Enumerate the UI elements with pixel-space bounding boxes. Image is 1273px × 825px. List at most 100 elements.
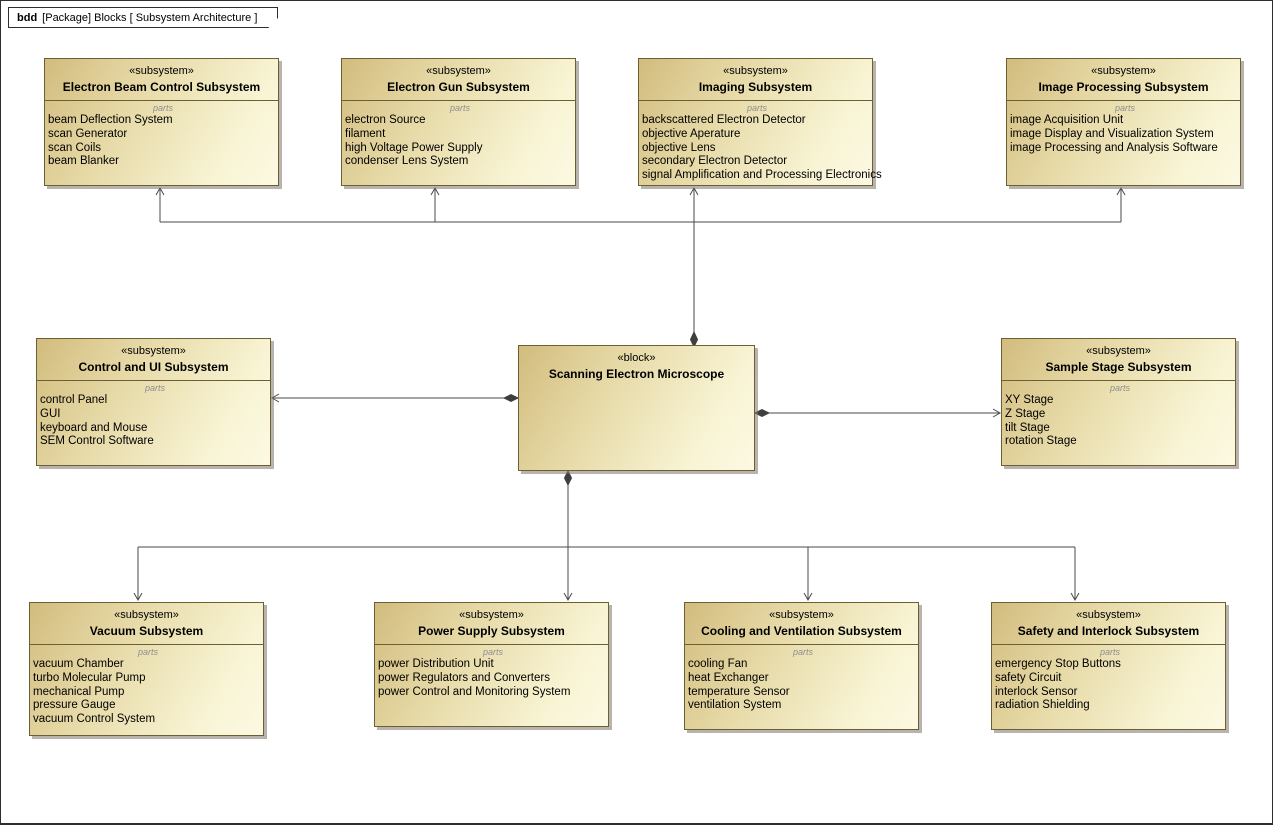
stereotype-label: «subsystem» (1091, 65, 1156, 77)
part-item: vacuum Control System (33, 713, 156, 726)
part-item: image Processing and Analysis Software (1010, 141, 1218, 154)
block-name: Scanning Electron Microscope (548, 367, 725, 381)
stereotype-label: «subsystem» (121, 345, 186, 357)
part-item: control Panel (40, 394, 108, 406)
diagram-kind-label: bdd (17, 11, 38, 24)
part-item: power Control and Monitoring System (378, 685, 571, 698)
open-arrow-icon (803, 592, 813, 602)
block-header: «subsystem» Cooling and Ventilation Subs… (685, 603, 918, 645)
diagram-title-tab: bdd [Package] Blocks [ Subsystem Archite… (8, 7, 278, 28)
block-header: «subsystem» Power Supply Subsystem (375, 603, 608, 645)
part-item: beam Deflection System (48, 114, 173, 126)
block-header: «subsystem» Electron Beam Control Subsys… (45, 59, 278, 101)
stereotype-label: «subsystem» (1086, 345, 1151, 357)
open-arrow-icon (563, 592, 573, 602)
block-cooling-and-ventilation-subsystem[interactable]: «subsystem» Cooling and Ventilation Subs… (684, 602, 919, 730)
part-item: electron Source (345, 114, 426, 126)
connector-sem-to-top-row[interactable] (155, 186, 1126, 349)
block-header: «subsystem» Control and UI Subsystem (37, 339, 270, 381)
part-item: tilt Stage (1005, 421, 1050, 434)
open-arrow-icon (1070, 592, 1080, 602)
part-item: pressure Gauge (33, 699, 116, 712)
block-header: «subsystem» Imaging Subsystem (639, 59, 872, 101)
part-item: power Regulators and Converters (378, 671, 550, 684)
parts-compartment-label: parts (482, 647, 503, 657)
block-image-processing-subsystem[interactable]: «subsystem» Image Processing Subsystem p… (1006, 58, 1241, 186)
part-item: filament (345, 127, 386, 140)
connector-sem-to-control-ui[interactable] (270, 393, 520, 403)
open-arrow-icon (689, 186, 699, 196)
block-scanning-electron-microscope[interactable]: «block» Scanning Electron Microscope (518, 345, 755, 471)
diagram-title-label: [Package] Blocks [ Subsystem Architectur… (42, 11, 258, 24)
block-name: Sample Stage Subsystem (1045, 360, 1192, 374)
block-header: «block» Scanning Electron Microscope (519, 346, 754, 388)
part-item: SEM Control Software (40, 435, 154, 448)
connector-sem-to-bottom-row[interactable] (133, 469, 1080, 602)
parts-compartment-label: parts (746, 103, 767, 113)
block-control-and-ui-subsystem[interactable]: «subsystem» Control and UI Subsystem par… (36, 338, 271, 466)
part-item: scan Coils (48, 141, 102, 154)
part-item: power Distribution Unit (378, 658, 494, 670)
block-vacuum-subsystem[interactable]: «subsystem» Vacuum Subsystem parts vacuu… (29, 602, 264, 736)
block-header: «subsystem» Image Processing Subsystem (1007, 59, 1240, 101)
part-item: high Voltage Power Supply (345, 141, 483, 154)
parts-compartment-label: parts (137, 647, 158, 657)
open-arrow-icon (270, 393, 280, 403)
block-header: «subsystem» Electron Gun Subsystem (342, 59, 575, 101)
block-name: Electron Gun Subsystem (387, 80, 530, 94)
block-name: Vacuum Subsystem (89, 624, 204, 638)
block-name: Imaging Subsystem (698, 80, 813, 94)
part-item: Z Stage (1005, 407, 1046, 420)
block-imaging-subsystem[interactable]: «subsystem» Imaging Subsystem parts back… (638, 58, 882, 186)
part-item: rotation Stage (1005, 435, 1077, 448)
block-name: Control and UI Subsystem (78, 360, 229, 374)
block-sample-stage-subsystem[interactable]: «subsystem» Sample Stage Subsystem parts… (1001, 338, 1236, 466)
part-item: objective Aperature (642, 127, 741, 140)
part-item: interlock Sensor (995, 685, 1078, 698)
block-power-supply-subsystem[interactable]: «subsystem» Power Supply Subsystem parts… (374, 602, 609, 727)
block-name: Power Supply Subsystem (418, 624, 565, 638)
part-item: image Acquisition Unit (1010, 114, 1124, 126)
parts-compartment-label: parts (1099, 647, 1120, 657)
part-item: keyboard and Mouse (40, 421, 148, 434)
part-item: temperature Sensor (688, 685, 790, 698)
open-arrow-icon (1116, 186, 1126, 196)
composition-diamond-icon (502, 393, 520, 403)
parts-compartment-label: parts (152, 103, 173, 113)
block-electron-beam-control-subsystem[interactable]: «subsystem» Electron Beam Control Subsys… (44, 58, 279, 186)
open-arrow-icon (155, 186, 165, 196)
part-item: objective Lens (642, 141, 716, 154)
open-arrow-icon (133, 592, 143, 602)
parts-compartment-label: parts (1109, 383, 1130, 393)
block-electron-gun-subsystem[interactable]: «subsystem» Electron Gun Subsystem parts… (341, 58, 576, 186)
composition-diamond-icon (753, 408, 771, 418)
part-item: radiation Shielding (995, 699, 1090, 712)
part-item: vacuum Chamber (33, 658, 124, 670)
connector-sem-to-sample-stage[interactable] (753, 408, 1002, 418)
stereotype-label: «subsystem» (769, 609, 834, 621)
part-item: GUI (40, 407, 61, 420)
parts-compartment-label: parts (1114, 103, 1135, 113)
part-item: heat Exchanger (688, 671, 769, 684)
block-safety-and-interlock-subsystem[interactable]: «subsystem» Safety and Interlock Subsyst… (991, 602, 1226, 730)
part-item: beam Blanker (48, 155, 119, 168)
part-item: image Display and Visualization System (1010, 127, 1214, 140)
part-item: condenser Lens System (345, 155, 469, 168)
open-arrow-icon (430, 186, 440, 196)
stereotype-label: «subsystem» (129, 65, 194, 77)
open-arrow-icon (992, 408, 1002, 418)
composition-diamond-icon (563, 469, 573, 487)
